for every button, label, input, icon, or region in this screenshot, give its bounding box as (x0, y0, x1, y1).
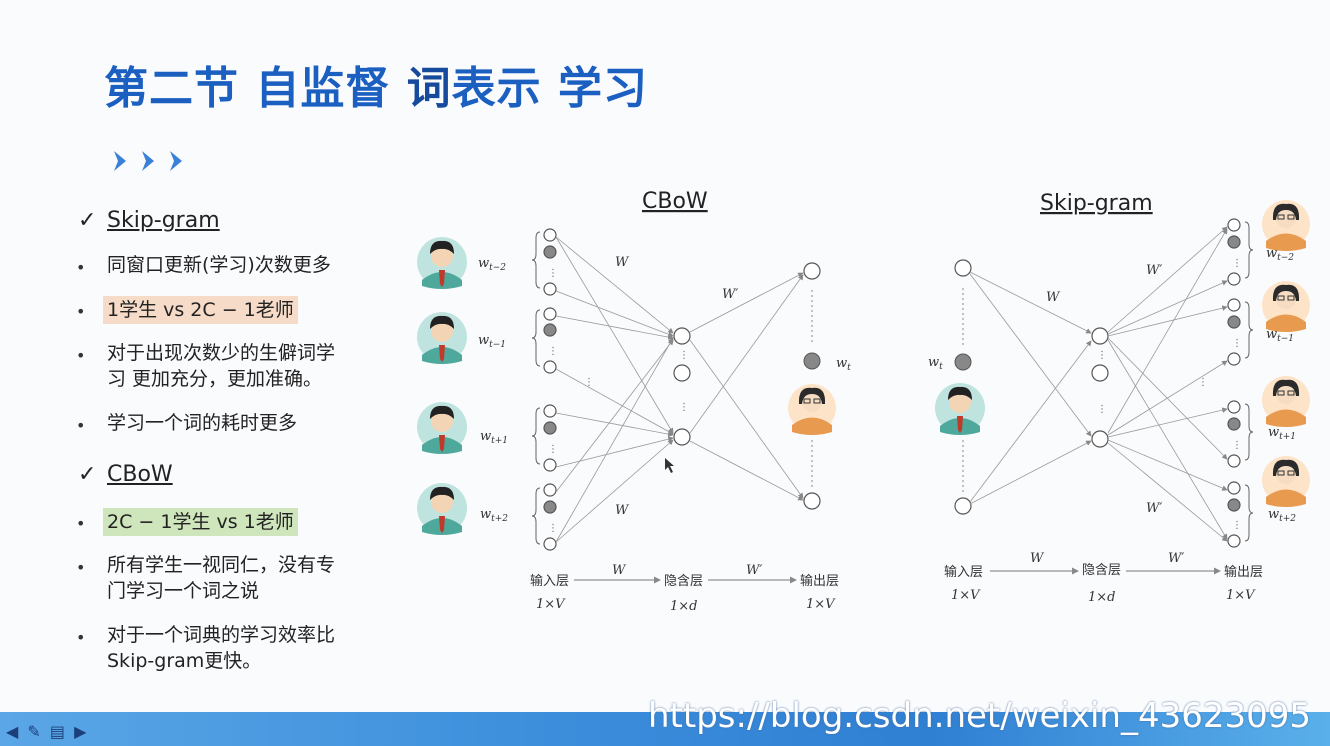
svg-text:wt+1: wt+1 (480, 429, 508, 446)
student-icon (935, 383, 985, 435)
skipgram-heading: Skip-gram (107, 208, 220, 233)
svg-text:⋮: ⋮ (679, 402, 689, 413)
svg-text:wt+1: wt+1 (1268, 425, 1296, 442)
sg-layer-hidden: 隐含层 (1082, 562, 1121, 578)
word2vec-diagram: CBoW wt−2 wt−1 wt+1 wt+2 ⋮ ⋮ ⋮ ⋮ ⋮ (417, 189, 1311, 614)
bullet-icon: • (76, 628, 86, 647)
svg-text:⋮: ⋮ (548, 346, 558, 357)
cbow-dim-input: 1×V (536, 597, 566, 612)
cbow-target-sub: t (847, 363, 851, 373)
sg-bottom-wprime: W′ (1168, 551, 1184, 566)
bullet-icon: • (76, 346, 86, 365)
svg-text:wt: wt (928, 355, 943, 372)
cbow-ctx-sub-3: t+1 (491, 436, 508, 446)
svg-text:⋮: ⋮ (679, 350, 689, 361)
skipgram-item-3: 对于出现次数少的生僻词学 (107, 342, 336, 364)
mouse-cursor-icon (665, 458, 674, 473)
sg-bottom-w: W (1030, 551, 1045, 566)
cbow-bottom-wprime: W′ (746, 563, 762, 578)
cbow-layer-input: 输入层 (530, 573, 569, 589)
cbow-ctx-sub-2: t−1 (489, 340, 506, 350)
teacher-icon (1261, 199, 1311, 252)
skipgram-item-2: 1学生 vs 2C − 1老师 (103, 296, 298, 324)
svg-text:⋮: ⋮ (1232, 440, 1242, 451)
cbow-bottom-w: W (612, 563, 627, 578)
svg-text:⋮: ⋮ (548, 523, 558, 534)
svg-text:⋮: ⋮ (1232, 520, 1242, 531)
cbow-diagram-title: CBoW (642, 189, 708, 214)
chevron-arrows-icon (114, 151, 182, 171)
teacher-icon (787, 383, 837, 436)
title-part1: 第二节 自监督 (104, 63, 407, 114)
cbow-ctx-sub-4: t+2 (491, 514, 508, 524)
cbow-dim-hidden: 1×d (670, 599, 698, 614)
svg-text:⋮: ⋮ (1097, 404, 1107, 415)
sg-dim-hidden: 1×d (1088, 590, 1116, 605)
cbow-dim-output: 1×V (806, 597, 836, 612)
cbow-item-2: 所有学生一视同仁，没有专 (107, 554, 336, 576)
svg-text:⋮: ⋮ (1198, 377, 1208, 388)
sg-ctx-sub-3: t+1 (1279, 432, 1296, 442)
svg-text:⋮: ⋮ (1097, 350, 1107, 361)
skipgram-item-4: 学习一个词的耗时更多 (107, 412, 298, 434)
student-icon (417, 237, 467, 289)
sg-dim-output: 1×V (1226, 588, 1256, 603)
cbow-layer-hidden: 隐含层 (664, 573, 703, 589)
sg-ctx-sub-2: t−1 (1277, 334, 1294, 344)
skipgram-item-3b: 习 更加充分，更加准确。 (107, 368, 323, 390)
svg-text:wt−1: wt−1 (478, 333, 506, 350)
cbow-item-3b: Skip-gram更快。 (107, 650, 262, 672)
cbow-item-3: 对于一个词典的学习效率比 (107, 624, 336, 646)
cbow-wprime-label: W′ (722, 287, 738, 302)
watermark-url: https://blog.csdn.net/weixin_43623095 (648, 696, 1312, 736)
footer-bar (0, 712, 1330, 746)
sg-w-label: W (1046, 290, 1061, 305)
svg-text:⋮: ⋮ (584, 377, 594, 388)
svg-text:wt−2: wt−2 (478, 256, 506, 273)
title-part2: 表示 学习 (451, 63, 648, 114)
svg-text:⋮: ⋮ (1232, 258, 1242, 269)
cbow-w-label: W (615, 255, 630, 270)
svg-text:wt+2: wt+2 (1268, 507, 1296, 524)
student-icon (417, 312, 467, 364)
bullet-icon: • (76, 258, 86, 277)
check-icon: ✓ (78, 462, 97, 487)
sg-wprime-label: W′ (1146, 501, 1162, 516)
teacher-icon (1261, 375, 1311, 428)
skipgram-item-1: 同窗口更新(学习)次数更多 (107, 254, 331, 276)
sg-layer-output: 输出层 (1224, 564, 1263, 580)
teacher-icon (1261, 455, 1311, 508)
sg-wprime-label: W′ (1146, 263, 1162, 278)
sg-ctx-sub-4: t+2 (1279, 514, 1296, 524)
title-bold-word: 词 (406, 63, 452, 114)
bullet-icon: • (76, 416, 86, 435)
sg-layer-input: 输入层 (944, 564, 983, 580)
svg-text:wt: wt (836, 356, 851, 373)
slide-title: 第二节 自监督 词表示 学习 (104, 52, 648, 116)
bullet-icon: • (76, 558, 86, 577)
skipgram-diagram-title: Skip-gram (1040, 191, 1153, 216)
svg-text:⋮: ⋮ (548, 444, 558, 455)
student-icon (417, 483, 467, 535)
student-icon (417, 402, 467, 454)
slide-controls[interactable]: ◀ ✎ ▤ ▶ (6, 722, 89, 741)
sg-dim-input: 1×V (951, 588, 981, 603)
sg-ctx-sub-1: t−2 (1277, 253, 1294, 263)
cbow-layer-output: 输出层 (800, 573, 839, 589)
cbow-ctx-sub-1: t−2 (489, 263, 506, 273)
svg-text:⋮: ⋮ (548, 268, 558, 279)
bullet-icon: • (76, 302, 86, 321)
sg-target-sub: t (939, 362, 943, 372)
svg-text:⋮: ⋮ (1232, 338, 1242, 349)
svg-text:wt+2: wt+2 (480, 507, 508, 524)
teacher-icon (1261, 280, 1311, 333)
cbow-w-label: W (615, 503, 630, 518)
cbow-item-2b: 门学习一个词之说 (107, 580, 260, 602)
check-icon: ✓ (78, 208, 97, 233)
cbow-heading: CBoW (107, 462, 173, 487)
cbow-item-1: 2C − 1学生 vs 1老师 (103, 508, 298, 536)
bullet-icon: • (76, 514, 86, 533)
